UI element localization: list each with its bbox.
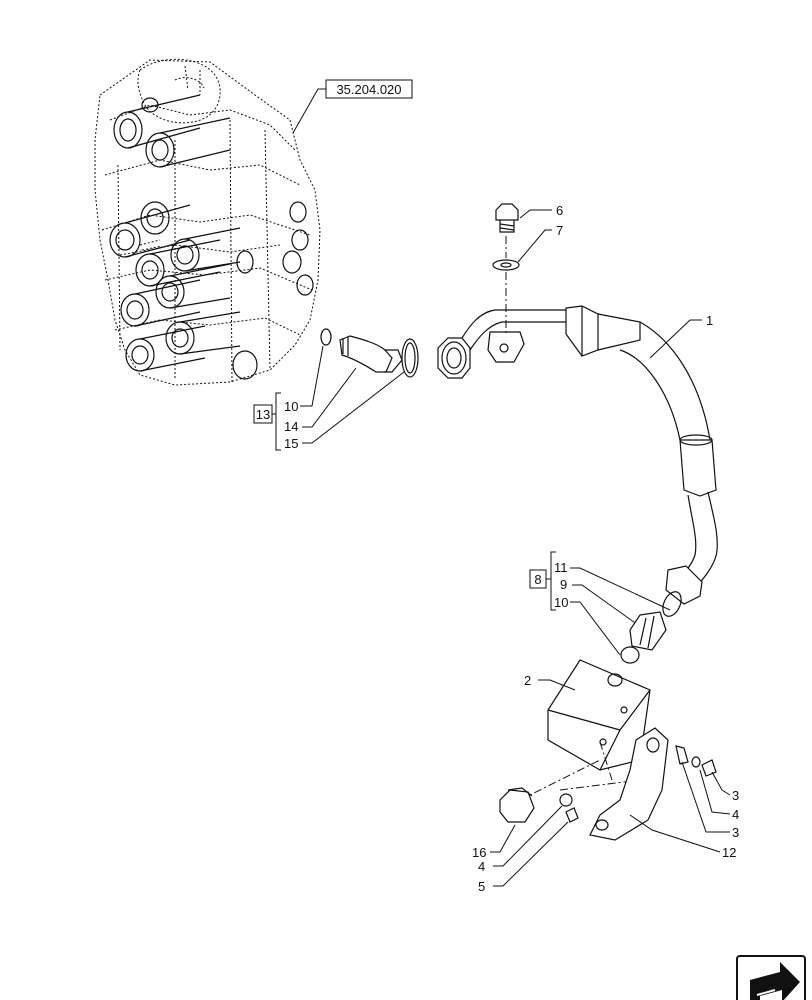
label-10-lower: 10 [554,595,568,610]
label-15: 15 [284,436,298,451]
plug-group [490,787,579,887]
hose-assembly [437,305,718,605]
label-1: 1 [706,313,713,328]
label-7: 7 [556,223,563,238]
label-9: 9 [560,577,567,592]
o-ring-15 [401,338,419,378]
label-2: 2 [524,673,531,688]
screw-3-right [701,759,717,777]
group-13-callout: 13 [253,345,405,451]
plug-16 [499,789,535,823]
label-12: 12 [722,845,736,860]
o-ring-10-lower [620,646,640,664]
valve-block-assembly [94,58,321,386]
label-4-lower: 4 [478,859,485,874]
small-parts-right [675,745,731,833]
reference-code-label: 35.204.020 [336,82,401,97]
part-labels: 1 2 3 4 3 4 5 6 7 9 10 10 11 12 14 15 16 [284,203,739,894]
label-4-right: 4 [732,807,739,822]
washer-4-lower [559,793,573,807]
label-14: 14 [284,419,298,434]
o-ring-11 [662,591,682,617]
bracket-12 [589,727,721,853]
group-8-label: 8 [534,572,541,587]
label-6: 6 [556,203,563,218]
next-page-arrow-icon[interactable] [736,955,806,1000]
washer-7 [492,259,520,271]
label-3-upper: 3 [732,788,739,803]
group-13-label: 13 [256,407,270,422]
elbow-adapter-14 [339,335,393,373]
adapter-9 [629,611,667,651]
bolt-washer-group [492,203,552,335]
reference-callout: 35.204.020 [292,79,413,134]
label-11: 11 [554,560,568,575]
label-5: 5 [478,879,485,894]
washer-4-right [691,756,701,768]
screw-5 [565,807,579,823]
o-ring-10-top [320,328,332,346]
label-10-upper: 10 [284,399,298,414]
label-16: 16 [472,845,486,860]
label-3-lower: 3 [732,825,739,840]
bolt-6 [495,203,519,221]
elbow-fitting-group [320,328,419,378]
group-8-callout: 8 [529,551,682,664]
